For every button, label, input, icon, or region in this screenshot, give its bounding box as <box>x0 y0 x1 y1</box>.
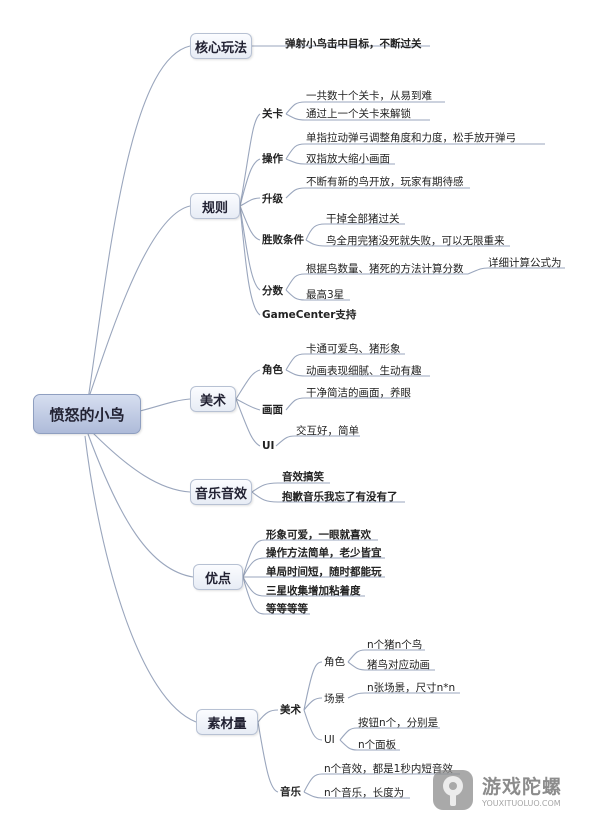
rules-level-label: 关卡 <box>262 108 283 120</box>
pros-item-1: 形象可爱，一眼就喜欢 <box>266 529 371 541</box>
rules-upgrade-item-1: 不断有新的鸟开放，玩家有期待感 <box>306 176 464 188</box>
root-node[interactable]: 愤怒的小鸟 <box>33 394 141 434</box>
rules-win-item-1: 干掉全部猪过关 <box>326 213 400 225</box>
spinning-top-logo-icon <box>433 770 473 810</box>
pros-item-2: 操作方法简单，老少皆宜 <box>266 547 382 559</box>
core-item-1: 弹射小鸟击中目标，不断过关 <box>285 38 422 50</box>
music-item-2: 抱歉音乐我忘了有没有了 <box>282 491 398 503</box>
rules-score-label: 分数 <box>262 285 283 297</box>
assets-art-label: 美术 <box>280 704 301 716</box>
branch-art-label: 美术 <box>199 393 226 409</box>
art-scene-label: 画面 <box>262 404 283 416</box>
assets-role-item-2: 猪鸟对应动画 <box>367 659 430 671</box>
rules-upgrade-label: 升级 <box>262 193 283 205</box>
assets-role-item-1: n个猪n个鸟 <box>367 639 423 651</box>
watermark: 游戏陀螺 YOUXITUOLUO.COM <box>430 760 585 820</box>
pros-item-5: 等等等等 <box>266 603 308 615</box>
branch-pros-label: 优点 <box>204 571 231 587</box>
branch-core[interactable]: 核心玩法 <box>190 33 252 59</box>
assets-music-label: 音乐 <box>280 786 301 798</box>
art-role-item-1: 卡通可爱鸟、猪形象 <box>306 343 401 355</box>
pros-item-3: 单局时间短，随时都能玩 <box>266 566 382 578</box>
branch-pros[interactable]: 优点 <box>193 564 243 590</box>
rules-ops-item-2: 双指放大缩小画面 <box>306 153 390 165</box>
rules-score-item-2: 最高3星 <box>306 289 345 301</box>
assets-music-item-2: n个音乐，长度为 <box>324 787 405 799</box>
pros-item-4: 三星收集增加粘着度 <box>266 585 361 597</box>
assets-ui-item-1: 按钮n个，分别是 <box>358 717 439 729</box>
branch-core-label: 核心玩法 <box>194 40 247 56</box>
assets-ui-item-2: n个面板 <box>358 739 397 751</box>
branch-rules-label: 规则 <box>201 200 228 216</box>
branch-music[interactable]: 音乐音效 <box>190 479 252 505</box>
rules-ops-item-1: 单指拉动弹弓调整角度和力度，松手放开弹弓 <box>306 132 516 144</box>
art-ui-label: UI <box>262 440 275 452</box>
rules-level-item-1: 一共数十个关卡，从易到难 <box>306 90 432 102</box>
branch-assets-label: 素材量 <box>207 716 247 732</box>
branch-art[interactable]: 美术 <box>190 386 236 412</box>
rules-ops-label: 操作 <box>262 153 283 165</box>
watermark-en: YOUXITUOLUO.COM <box>482 799 561 808</box>
rules-win-item-2: 鸟全用完猪没死就失败，可以无限重来 <box>326 235 505 247</box>
branch-assets[interactable]: 素材量 <box>196 709 258 735</box>
assets-scene-item-1: n张场景，尺寸n*n <box>367 682 456 694</box>
art-role-label: 角色 <box>262 364 283 376</box>
art-role-item-2: 动画表现细腻、生动有趣 <box>306 365 422 377</box>
assets-scene-label: 场景 <box>324 693 345 705</box>
branch-music-label: 音乐音效 <box>194 486 247 502</box>
rules-score-sub: 详细计算公式为 <box>488 257 562 269</box>
branch-rules[interactable]: 规则 <box>190 193 240 219</box>
music-item-1: 音效搞笑 <box>282 471 324 483</box>
root-label: 愤怒的小鸟 <box>49 405 125 424</box>
art-ui-item-1: 交互好，简单 <box>296 425 359 437</box>
assets-role-label: 角色 <box>324 656 345 668</box>
rules-level-item-2: 通过上一个关卡来解锁 <box>306 108 411 120</box>
rules-gamecenter: GameCenter支持 <box>262 309 357 321</box>
watermark-cn: 游戏陀螺 <box>482 776 563 798</box>
art-scene-item-1: 干净简洁的画面，养眼 <box>306 387 411 399</box>
rules-win-label: 胜败条件 <box>262 234 304 246</box>
assets-ui-label: UI <box>324 734 335 746</box>
rules-score-item-1: 根据鸟数量、猪死的方法计算分数 <box>306 263 464 275</box>
assets-music-item-1: n个音效，都是1秒内短音效 <box>324 763 453 775</box>
